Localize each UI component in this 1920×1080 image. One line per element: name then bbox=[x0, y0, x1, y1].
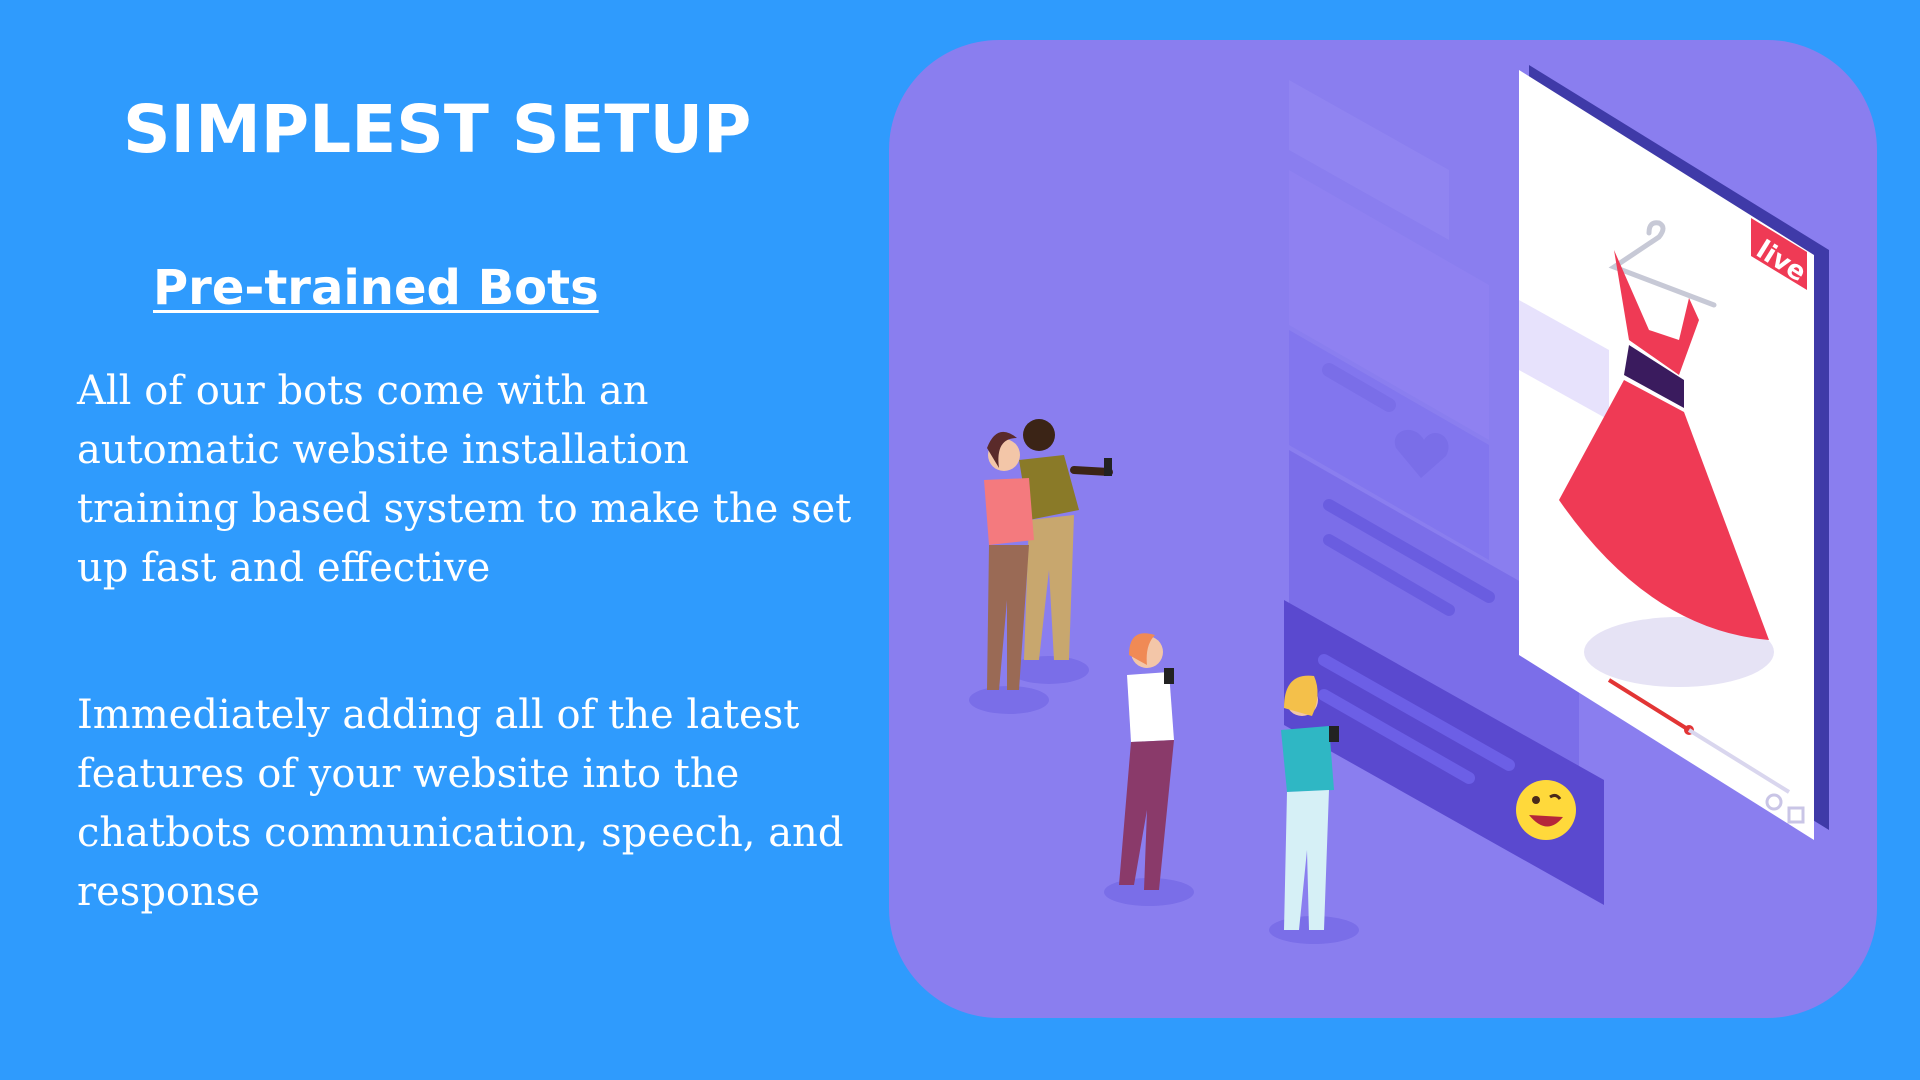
dress-icon bbox=[1559, 250, 1774, 687]
hanger-icon bbox=[1608, 220, 1717, 308]
section-subtitle: Pre-trained Bots bbox=[153, 260, 599, 316]
paragraph-features: Immediately adding all of the latest fea… bbox=[77, 692, 844, 915]
smiley-emoji-icon bbox=[1516, 780, 1576, 840]
chatbot-illustration: live bbox=[889, 40, 1877, 1018]
paragraph-installation: All of our bots come with an automatic w… bbox=[77, 368, 852, 591]
people-group bbox=[969, 419, 1359, 944]
settings-icon bbox=[1765, 793, 1783, 811]
person-woman-pink bbox=[984, 431, 1034, 690]
background-chat-cards bbox=[1289, 80, 1579, 800]
person-man bbox=[1019, 419, 1113, 660]
person-woman-teal bbox=[1281, 675, 1339, 930]
heart-icon bbox=[1394, 429, 1449, 478]
person-woman-white bbox=[1119, 633, 1174, 890]
chat-bubble bbox=[1284, 600, 1604, 905]
slide-title: SIMPLEST SETUP bbox=[123, 91, 752, 168]
product-screen: live bbox=[1519, 65, 1829, 840]
fullscreen-icon bbox=[1787, 806, 1805, 824]
